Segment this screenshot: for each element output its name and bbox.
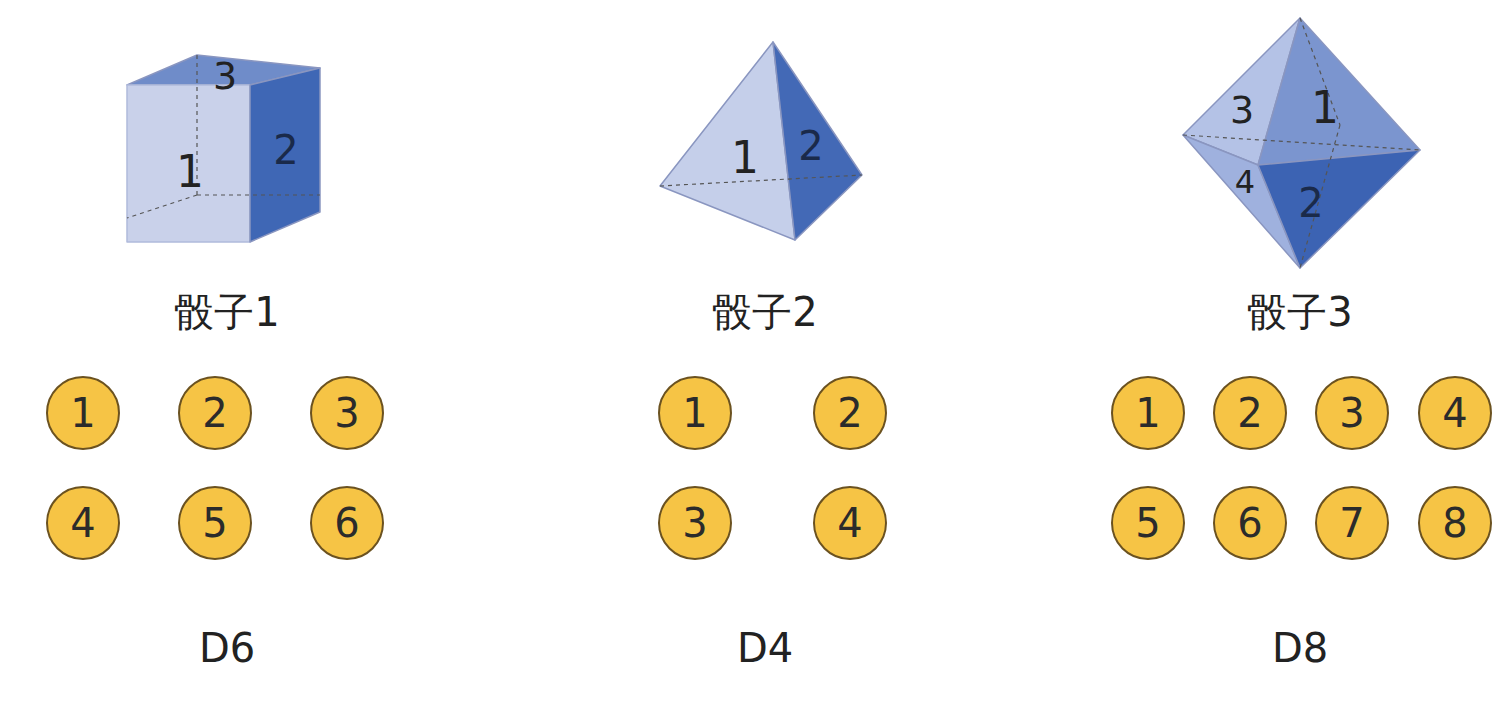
token-number: 3: [682, 503, 707, 543]
die-caption: 骰子3: [1247, 292, 1352, 332]
token-number: 6: [1237, 503, 1262, 543]
number-token: 6: [310, 486, 384, 560]
token-number: 1: [70, 393, 95, 433]
token-number: 4: [837, 503, 862, 543]
token-number: 5: [202, 503, 227, 543]
token-number: 5: [1135, 503, 1160, 543]
token-number: 2: [837, 393, 862, 433]
die-caption: 骰子2: [712, 292, 817, 332]
number-token: 5: [1111, 486, 1185, 560]
token-number: 8: [1442, 503, 1467, 543]
token-number: 1: [1135, 393, 1160, 433]
number-token: 6: [1213, 486, 1287, 560]
face-number: 1: [1311, 86, 1339, 130]
number-token: 3: [310, 376, 384, 450]
number-token: 7: [1315, 486, 1389, 560]
number-token: 4: [813, 486, 887, 560]
number-token: 8: [1418, 486, 1492, 560]
number-token: 3: [1315, 376, 1389, 450]
token-number: 4: [1442, 393, 1467, 433]
cube-die: [127, 55, 320, 242]
die-type: D6: [199, 628, 255, 668]
face-number: 1: [731, 136, 759, 180]
face-number: 2: [798, 126, 823, 166]
number-token: 1: [658, 376, 732, 450]
number-token: 3: [658, 486, 732, 560]
die-type: D4: [737, 628, 793, 668]
number-token: 1: [1111, 376, 1185, 450]
token-number: 2: [202, 393, 227, 433]
face-number: 2: [1298, 183, 1323, 223]
token-number: 7: [1339, 503, 1364, 543]
token-number: 1: [682, 393, 707, 433]
number-token: 2: [1213, 376, 1287, 450]
token-number: 4: [70, 503, 95, 543]
number-token: 4: [1418, 376, 1492, 450]
token-number: 6: [334, 503, 359, 543]
face-number: 3: [1230, 91, 1254, 129]
face-number: 3: [213, 57, 237, 95]
face-number: 4: [1235, 166, 1255, 198]
face-number: 2: [273, 130, 298, 170]
number-token: 1: [46, 376, 120, 450]
die-type: D8: [1272, 628, 1328, 668]
number-token: 2: [178, 376, 252, 450]
die-caption: 骰子1: [174, 292, 279, 332]
tetrahedron-die: [660, 42, 862, 240]
token-number: 3: [1339, 393, 1364, 433]
token-number: 3: [334, 393, 359, 433]
number-token: 5: [178, 486, 252, 560]
face-number: 1: [176, 150, 204, 194]
octahedron-die: [1183, 18, 1420, 268]
number-token: 4: [46, 486, 120, 560]
token-number: 2: [1237, 393, 1262, 433]
number-token: 2: [813, 376, 887, 450]
